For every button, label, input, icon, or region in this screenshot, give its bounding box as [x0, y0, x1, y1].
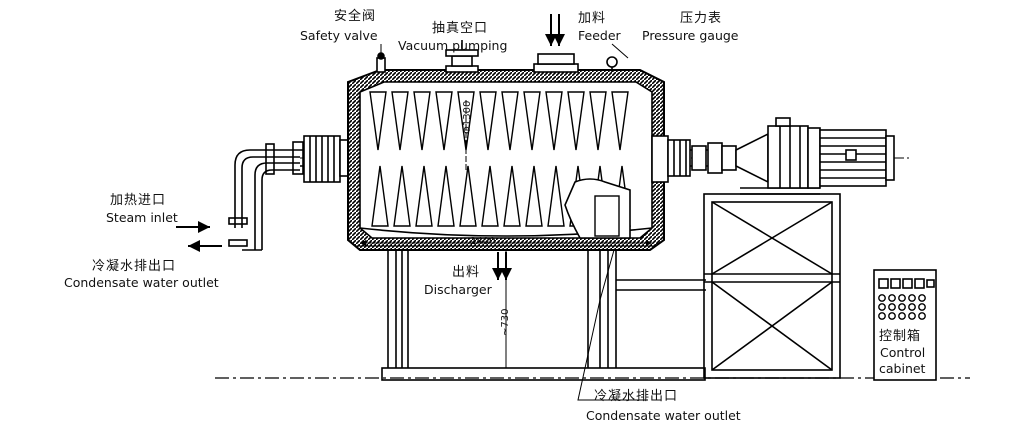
- discharger-label-cn: 出料: [452, 265, 481, 280]
- paddle-lower: [393, 165, 411, 227]
- discharger-label-en: Discharger: [424, 282, 492, 297]
- paddle-upper: [413, 91, 431, 151]
- pressure-label-en: Pressure gauge: [642, 28, 739, 43]
- control-cabinet: [873, 269, 937, 381]
- pressure-label-cn: 压力表: [680, 11, 723, 26]
- safety-valve-label-en: Safety valve: [300, 28, 378, 43]
- height-dimension: ~730: [500, 308, 511, 336]
- control-knob: [918, 312, 926, 320]
- control-knob: [908, 303, 916, 311]
- control-knob: [918, 303, 926, 311]
- paddle-lower: [459, 165, 477, 227]
- control-label-en-2: cabinet: [879, 361, 926, 376]
- feeder-label-cn: 加料: [578, 11, 607, 26]
- vacuum-label-cn: 抽真空口: [432, 21, 489, 36]
- control-knob: [898, 303, 906, 311]
- paddle-upper: [567, 91, 585, 151]
- paddle-upper: [545, 91, 563, 151]
- control-knob: [918, 294, 926, 302]
- paddle-upper: [589, 91, 607, 151]
- feeder-label-en: Feeder: [578, 28, 621, 43]
- condensate-left-label-en: Condensate water outlet: [64, 275, 219, 290]
- paddle-upper: [501, 91, 519, 151]
- paddle-lower: [481, 165, 499, 227]
- steam-label-cn: 加热进口: [110, 193, 167, 208]
- paddle-upper: [391, 91, 409, 151]
- condensate-left-label-cn: 冷凝水排出口: [92, 259, 177, 274]
- control-label-en-1: Control: [880, 345, 926, 360]
- control-knob: [888, 303, 896, 311]
- control-knob: [898, 312, 906, 320]
- drive-assembly: [651, 117, 895, 189]
- paddle-upper: [611, 91, 629, 151]
- condensate-bottom-label-cn: 冷凝水排出口: [594, 389, 679, 404]
- control-label-cn: 控制箱: [879, 329, 922, 344]
- top-fittings: [376, 40, 618, 73]
- diameter-dimension: Φ1300: [462, 100, 473, 134]
- steam-label-en: Steam inlet: [106, 210, 178, 225]
- paddle-upper: [479, 91, 497, 151]
- paddle-lower: [371, 165, 389, 227]
- steam-piping: [228, 141, 304, 251]
- paddle-lower: [503, 165, 521, 227]
- paddle-upper: [523, 91, 541, 151]
- paddle-lower: [415, 165, 433, 227]
- control-knobs: [878, 294, 926, 320]
- paddle-lower: [525, 165, 543, 227]
- control-knob: [898, 294, 906, 302]
- paddle-upper: [457, 91, 475, 151]
- left-bearing: [303, 135, 353, 183]
- control-knob: [888, 312, 896, 320]
- control-knob: [878, 312, 886, 320]
- safety-valve-label-cn: 安全阀: [334, 9, 377, 24]
- control-knob: [908, 294, 916, 302]
- control-knob: [878, 294, 886, 302]
- dimension-lines: [360, 100, 652, 368]
- paddle-upper: [369, 91, 387, 151]
- vacuum-label-en: Vacuum pumping: [398, 38, 508, 53]
- control-knob: [878, 303, 886, 311]
- control-knob: [908, 312, 916, 320]
- paddle-upper: [435, 91, 453, 151]
- paddle-lower: [437, 165, 455, 227]
- length-dimension: 2400: [470, 236, 496, 247]
- condensate-bottom-label-en: Condensate water outlet: [586, 408, 741, 423]
- leader-lines: [380, 43, 648, 401]
- motor-stand: [703, 187, 841, 379]
- paddle-lower: [547, 165, 565, 227]
- control-knob: [888, 294, 896, 302]
